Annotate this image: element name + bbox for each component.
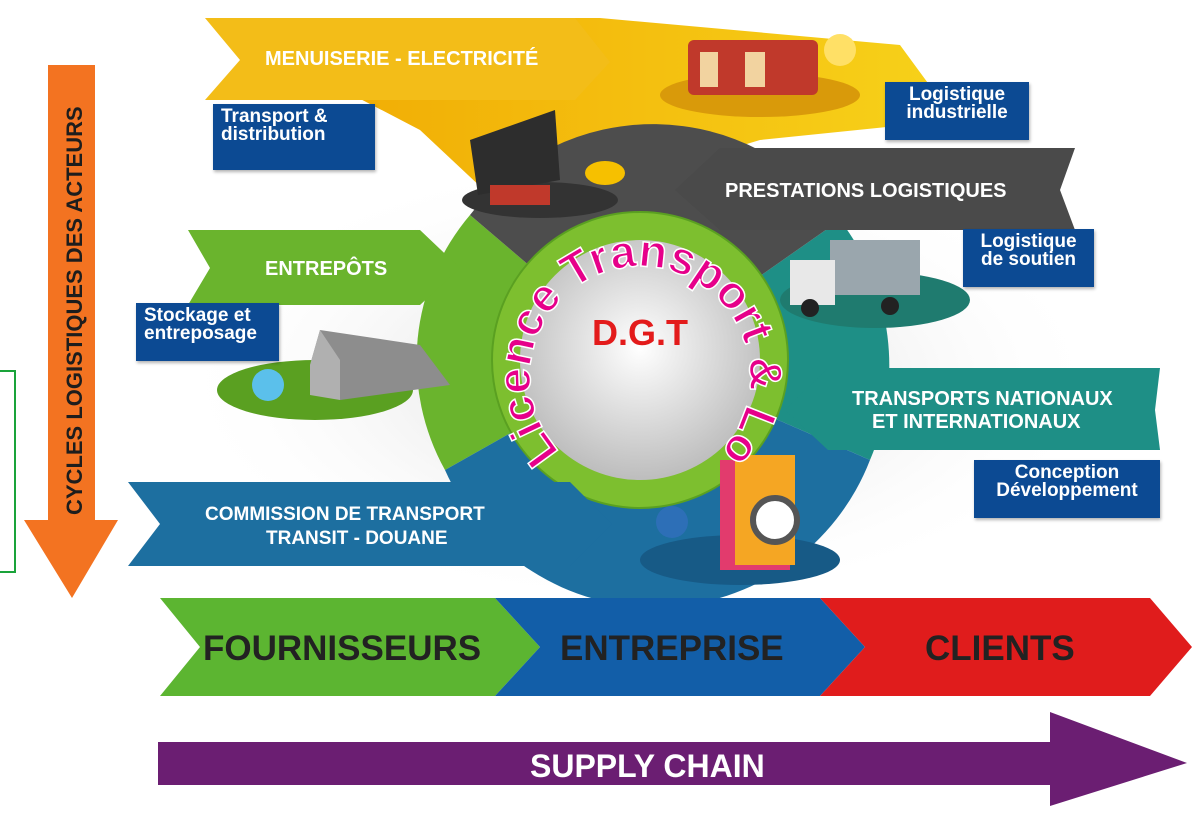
banner-menuiserie-label: MENUISERIE - ELECTRICITÉ	[265, 47, 538, 70]
cycles-arrow: CYCLES LOGISTIQUES DES ACTEURS	[24, 65, 118, 598]
chain-clients: CLIENTS	[820, 598, 1192, 696]
supply-chain-arrow: SUPPLY CHAIN	[158, 712, 1187, 806]
box-transport-distribution-line1: Transport &	[221, 106, 328, 127]
box-transport-distribution-line2: distribution	[221, 124, 326, 145]
chain-fournisseurs: FOURNISSEURS	[160, 598, 540, 696]
toolbox-illustration	[660, 34, 860, 117]
chain-entreprise: ENTREPRISE	[495, 598, 865, 696]
box-stockage-line2: entreposage	[144, 323, 257, 344]
box-transport-distribution: Transport & distribution	[213, 104, 375, 170]
banner-transports-line1: TRANSPORTS NATIONAUX	[852, 388, 1113, 410]
box-logistique-industrielle-line1: Logistique	[908, 84, 1006, 105]
box-stockage: Stockage et entreposage	[136, 303, 279, 361]
banner-menuiserie: MENUISERIE - ELECTRICITÉ	[205, 18, 610, 100]
box-logistique-soutien: Logistique de soutien	[963, 229, 1094, 287]
banner-entrepots-label: ENTREPÔTS	[265, 256, 387, 280]
banner-transports: TRANSPORTS NATIONAUX ET INTERNATIONAUX	[785, 368, 1160, 450]
banner-commission-line2: TRANSIT - DOUANE	[266, 528, 448, 549]
banner-entrepots: ENTREPÔTS	[188, 230, 460, 305]
side-frame	[0, 370, 16, 573]
folder-illustration	[640, 455, 840, 585]
chain-clients-label: CLIENTS	[925, 629, 1075, 668]
supply-chain-label: SUPPLY CHAIN	[530, 748, 765, 784]
banner-prestations-label: PRESTATIONS LOGISTIQUES	[725, 180, 1007, 202]
box-logistique-industrielle: Logistique industrielle	[885, 82, 1029, 140]
truck-illustration	[780, 240, 970, 328]
center-title: D.G.T	[592, 312, 688, 353]
box-logistique-soutien-line2: de soutien	[980, 249, 1076, 270]
box-conception: Conception Développement	[974, 460, 1160, 518]
banner-commission: COMMISSION DE TRANSPORT TRANSIT - DOUANE	[128, 482, 612, 566]
container-truck-illustration	[462, 110, 625, 218]
box-stockage-line1: Stockage et	[144, 305, 251, 326]
box-conception-line1: Conception	[1014, 462, 1120, 483]
warehouse-illustration	[217, 330, 450, 420]
cycles-arrow-label: CYCLES LOGISTIQUES DES ACTEURS	[62, 106, 87, 515]
banner-prestations: PRESTATIONS LOGISTIQUES	[675, 148, 1075, 230]
box-conception-line2: Développement	[996, 480, 1138, 501]
box-logistique-industrielle-line2: industrielle	[906, 102, 1008, 123]
chain-entreprise-label: ENTREPRISE	[560, 629, 784, 668]
banner-transports-line2: ET INTERNATIONAUX	[872, 411, 1081, 433]
banner-commission-line1: COMMISSION DE TRANSPORT	[205, 504, 485, 525]
chain-fournisseurs-label: FOURNISSEURS	[203, 629, 481, 668]
box-logistique-soutien-line1: Logistique	[980, 231, 1077, 252]
